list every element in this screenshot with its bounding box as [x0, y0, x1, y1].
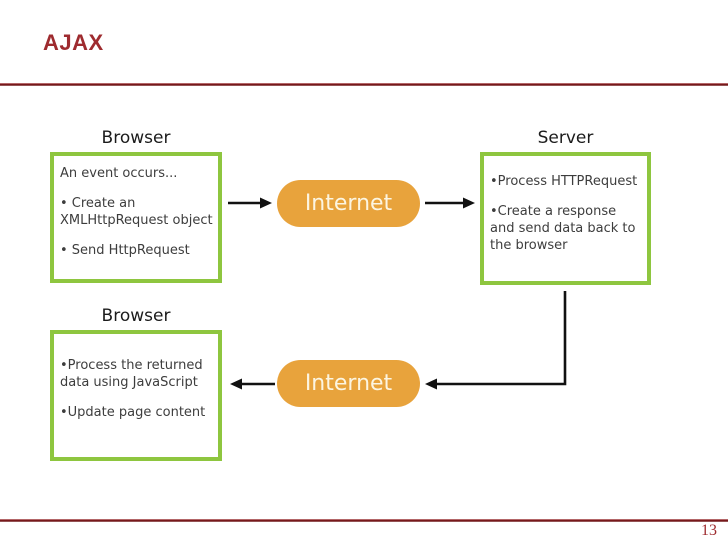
browser-request-box: An event occurs... • Create an XMLHttpRe… [50, 152, 222, 283]
page-title: AJAX [43, 30, 104, 55]
bullet-process-request: •Process HTTPRequest [490, 174, 638, 189]
browser-response-label: Browser [101, 306, 171, 326]
browser-request-label: Browser [101, 128, 171, 148]
footer-rule [0, 519, 728, 522]
internet-request-label: Internet [304, 191, 393, 216]
bullet-send-request: • Send HttpRequest [60, 242, 190, 258]
internet-request-node: Internet [277, 180, 420, 227]
page-number: 13 [701, 522, 717, 539]
internet-response-label: Internet [304, 371, 393, 396]
bullet-process-returned: •Process the returned data using JavaScr… [60, 358, 203, 390]
event-text: An event occurs... [60, 166, 178, 181]
server-label: Server [537, 128, 594, 148]
connector-server-to-internet [425, 291, 567, 390]
header-rule [0, 83, 728, 86]
browser-response-box: •Process the returned data using JavaScr… [50, 330, 222, 461]
bullet-create-response: •Create a response and send data back to… [490, 203, 636, 253]
bullet-create-xhr: • Create an XMLHttpRequest object [60, 195, 213, 228]
bullet-update-content: •Update page content [60, 404, 206, 420]
internet-response-node: Internet [277, 360, 420, 407]
server-box: •Process HTTPRequest •Create a response … [480, 152, 651, 285]
